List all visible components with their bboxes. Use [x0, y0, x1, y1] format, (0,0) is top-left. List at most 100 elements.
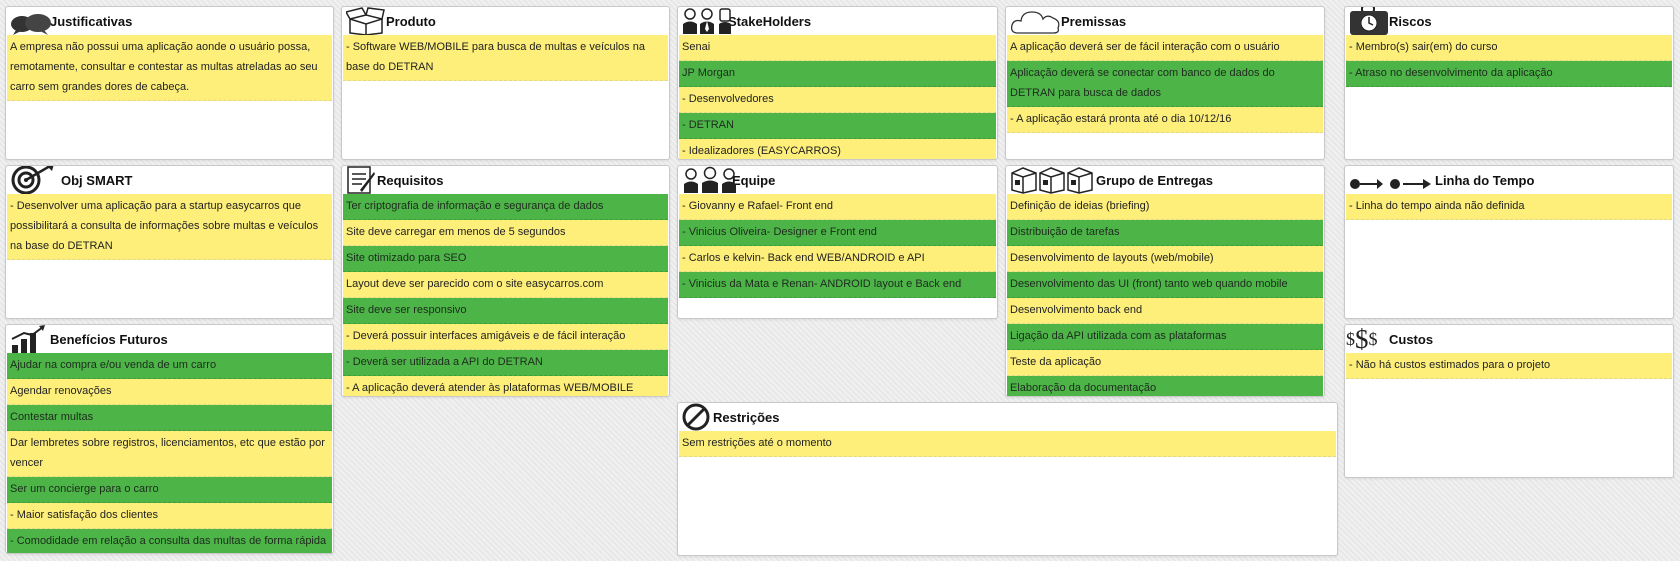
panel-title: Requisitos — [377, 172, 444, 188]
note-item[interactable]: Contestar multas — [7, 405, 332, 431]
panel-title: Riscos — [1389, 13, 1432, 29]
note-item[interactable]: - Membro(s) sair(em) do curso — [1346, 35, 1672, 61]
panel-beneficios: Benefícios Futuros Ajudar na compra e/ou… — [5, 324, 334, 554]
note-item[interactable]: - Giovanny e Rafael- Front end — [679, 194, 996, 220]
target-icon — [10, 166, 58, 194]
note-item[interactable]: Aplicação deverá se conectar com banco d… — [1007, 61, 1323, 107]
note-item[interactable]: - Idealizadores (EASYCARROS) — [679, 139, 996, 159]
panel-title: Premissas — [1061, 13, 1127, 29]
panel-requisitos: Requisitos Ter criptografia de informaçã… — [341, 165, 670, 397]
panel-title: Justificativas — [50, 13, 133, 29]
note-item[interactable]: Ajudar na compra e/ou venda de um carro — [7, 353, 332, 379]
bar-chart-icon — [10, 325, 46, 353]
panel-custos: $$$ Custos - Não há custos estimados par… — [1344, 324, 1674, 478]
notes-list: Sem restrições até o momento — [678, 431, 1337, 457]
note-item[interactable]: - A aplicação estará pronta até o dia 10… — [1007, 107, 1323, 133]
team-icon — [682, 166, 738, 194]
panel-title: Obj SMART — [61, 172, 133, 188]
panel-header: Obj SMART — [6, 166, 333, 194]
panel-equipe: Equipe - Giovanny e Rafael- Front end- V… — [677, 165, 998, 319]
panel-title: Custos — [1389, 331, 1434, 347]
note-item[interactable]: Desenvolvimento de layouts (web/mobile) — [1007, 246, 1323, 272]
panel-header: Premissas — [1006, 7, 1324, 35]
note-item[interactable]: Site deve ser responsivo — [343, 298, 668, 324]
panel-title: Produto — [386, 13, 436, 29]
notes-list: - Software WEB/MOBILE para busca de mult… — [342, 35, 669, 81]
speech-bubbles-icon — [10, 9, 54, 35]
panel-justificativas: Justificativas A empresa não possui uma … — [5, 6, 334, 160]
note-item[interactable]: - Linha do tempo ainda não definida — [1346, 194, 1672, 220]
note-item[interactable]: Layout deve ser parecido com o site easy… — [343, 272, 668, 298]
note-item[interactable]: Ser um concierge para o carro — [7, 477, 332, 503]
panel-riscos: Riscos - Membro(s) sair(em) do curso- At… — [1344, 6, 1674, 160]
note-item[interactable]: - Software WEB/MOBILE para busca de mult… — [343, 35, 668, 81]
notes-list: A empresa não possui uma aplicação aonde… — [6, 35, 333, 101]
panel-header: Restrições — [678, 403, 1337, 431]
note-item[interactable]: - Vinicius da Mata e Renan- ANDROID layo… — [679, 272, 996, 298]
note-item[interactable]: JP Morgan — [679, 61, 996, 87]
timeline-icon — [1349, 168, 1435, 194]
notes-list: - Desenvolver uma aplicação para a start… — [6, 194, 333, 260]
prohibited-icon — [682, 403, 710, 431]
dollar-icon: $$$ — [1346, 324, 1378, 354]
notes-list: Ter criptografia de informação e seguran… — [342, 194, 669, 396]
checklist-icon — [346, 166, 376, 194]
note-item[interactable]: - DETRAN — [679, 113, 996, 139]
note-item[interactable]: Sem restrições até o momento — [679, 431, 1336, 457]
panel-premissas: Premissas A aplicação deverá ser de fáci… — [1005, 6, 1325, 160]
note-item[interactable]: - Desenvolvedores — [679, 87, 996, 113]
note-item[interactable]: - Maior satisfação dos clientes — [7, 503, 332, 529]
panel-header: Linha do Tempo — [1345, 166, 1673, 194]
notes-list: A aplicação deverá ser de fácil interaçã… — [1006, 35, 1324, 133]
note-item[interactable]: Distribuição de tarefas — [1007, 220, 1323, 246]
note-item[interactable]: - A aplicação deverá atender às platafor… — [343, 376, 668, 396]
panel-title: Equipe — [732, 172, 776, 188]
panel-header: Grupo de Entregas — [1006, 166, 1324, 194]
note-item[interactable]: Site otimizado para SEO — [343, 246, 668, 272]
note-item[interactable]: Ter criptografia de informação e seguran… — [343, 194, 668, 220]
packages-icon — [1010, 167, 1096, 194]
panel-produto: Produto - Software WEB/MOBILE para busca… — [341, 6, 670, 160]
note-item[interactable]: Teste da aplicação — [1007, 350, 1323, 376]
panel-restricoes: Restrições Sem restrições até o momento — [677, 402, 1338, 556]
notes-list: - Não há custos estimados para o projeto — [1345, 353, 1673, 379]
note-item[interactable]: - Deverá ser utilizada a API do DETRAN — [343, 350, 668, 376]
panel-header: $$$ Custos — [1345, 325, 1673, 353]
note-item[interactable]: Senai — [679, 35, 996, 61]
panel-title: Grupo de Entregas — [1096, 172, 1214, 188]
note-item[interactable]: Agendar renovações — [7, 379, 332, 405]
note-item[interactable]: Desenvolvimento das UI (front) tanto web… — [1007, 272, 1323, 298]
panel-linhatempo: Linha do Tempo - Linha do tempo ainda nã… — [1344, 165, 1674, 319]
panel-header: Benefícios Futuros — [6, 325, 333, 353]
note-item[interactable]: A empresa não possui uma aplicação aonde… — [7, 35, 332, 101]
note-item[interactable]: - Vinicius Oliveira- Designer e Front en… — [679, 220, 996, 246]
notes-list: Definição de ideias (briefing)Distribuiç… — [1006, 194, 1324, 396]
note-item[interactable]: Site deve carregar em menos de 5 segundo… — [343, 220, 668, 246]
note-item[interactable]: - Atraso no desenvolvimento da aplicação — [1346, 61, 1672, 87]
panel-header: Riscos — [1345, 7, 1673, 35]
note-item[interactable]: - Desenvolver uma aplicação para a start… — [7, 194, 332, 260]
note-item[interactable]: Definição de ideias (briefing) — [1007, 194, 1323, 220]
note-item[interactable]: Ligação da API utilizada com as platafor… — [1007, 324, 1323, 350]
note-item[interactable]: - Comodidade em relação a consulta das m… — [7, 529, 332, 553]
panel-title: Restrições — [713, 409, 780, 425]
panel-header: Produto — [342, 7, 669, 35]
note-item[interactable]: - Deverá possuir interfaces amigáveis e … — [343, 324, 668, 350]
note-item[interactable]: Desenvolvimento back end — [1007, 298, 1323, 324]
note-item[interactable]: - Não há custos estimados para o projeto — [1346, 353, 1672, 379]
panel-header: Equipe — [678, 166, 997, 194]
note-item[interactable]: Elaboração da documentação — [1007, 376, 1323, 396]
people-icon — [682, 8, 732, 35]
panel-header: Requisitos — [342, 166, 669, 194]
panel-entregas: Grupo de Entregas Definição de ideias (b… — [1005, 165, 1325, 397]
note-item[interactable]: A aplicação deverá ser de fácil interaçã… — [1007, 35, 1323, 61]
panel-title: StakeHolders — [728, 13, 812, 29]
notes-list: - Linha do tempo ainda não definida — [1345, 194, 1673, 220]
panel-objsmart: Obj SMART - Desenvolver uma aplicação pa… — [5, 165, 334, 319]
note-item[interactable]: - Carlos e kelvin- Back end WEB/ANDROID … — [679, 246, 996, 272]
notes-list: - Giovanny e Rafael- Front end- Vinicius… — [678, 194, 997, 298]
note-item[interactable]: Dar lembretes sobre registros, licenciam… — [7, 431, 332, 477]
panel-header: StakeHolders — [678, 7, 997, 35]
